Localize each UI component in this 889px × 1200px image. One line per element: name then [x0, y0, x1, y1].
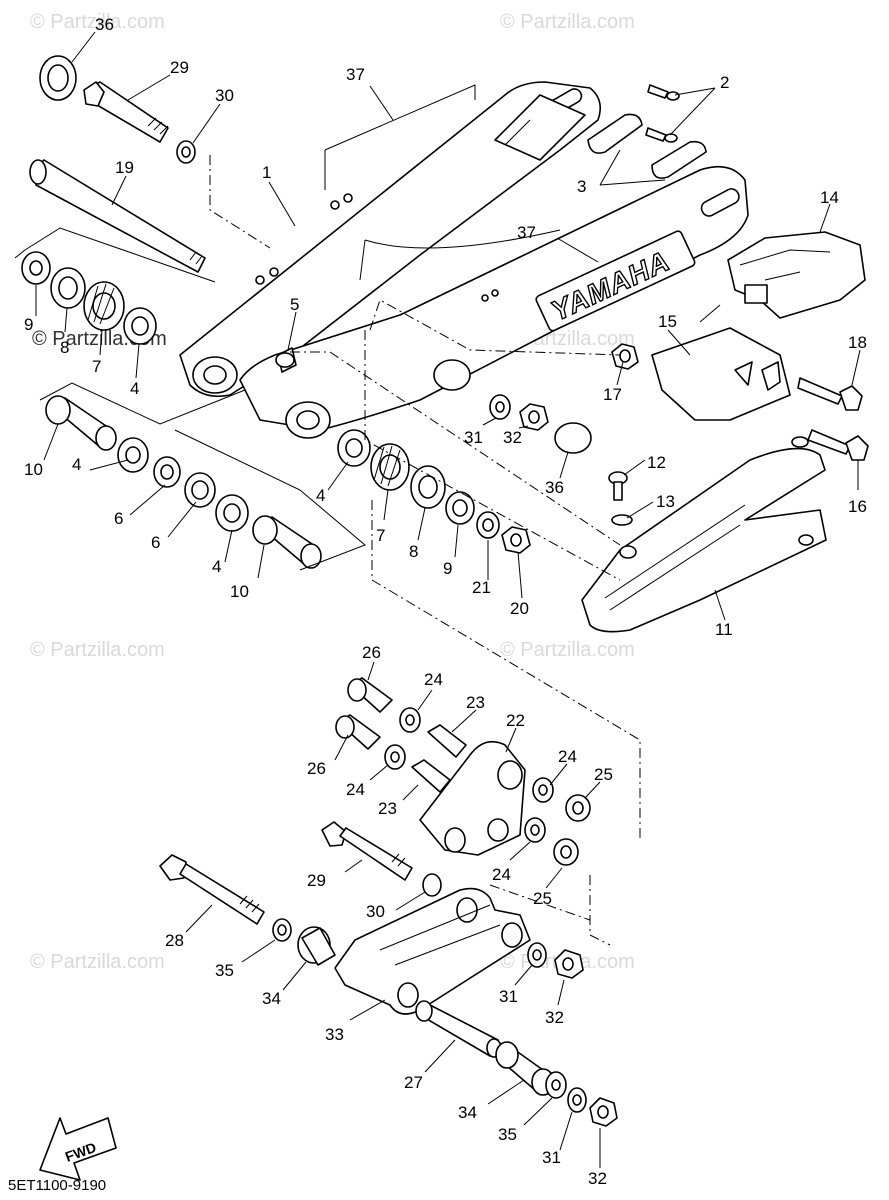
hardware-lower-right — [527, 942, 584, 979]
callout-label: 5 — [290, 295, 299, 314]
callout-label: 25 — [533, 889, 552, 908]
nut-cap-group — [489, 343, 639, 454]
collar-stack-lower-left — [45, 395, 322, 569]
callout-label: 9 — [24, 315, 33, 334]
relay-arm-part — [419, 740, 526, 856]
callout-label: 13 — [656, 492, 675, 511]
callout-label: 6 — [151, 533, 160, 552]
pivot-shaft-part — [29, 159, 206, 273]
callout-label: 37 — [517, 223, 536, 242]
callout-label: 19 — [115, 158, 134, 177]
callout-label: 25 — [594, 765, 613, 784]
callout-label: 4 — [72, 455, 81, 474]
swingarm-part: YAMAHA — [179, 81, 749, 439]
callout-label: 16 — [848, 497, 867, 516]
callout-label: 26 — [362, 643, 381, 662]
callout-label: 3 — [577, 177, 586, 196]
callout-label: 29 — [307, 871, 326, 890]
callout-label: 6 — [114, 509, 123, 528]
leader-lines — [35, 31, 861, 1168]
callout-label: 36 — [95, 15, 114, 34]
callout-label: 8 — [60, 338, 69, 357]
callout-label: 34 — [458, 1103, 477, 1122]
watermark: © Partzilla.com — [500, 11, 635, 33]
callout-label: 31 — [464, 428, 483, 447]
callout-label: 30 — [366, 902, 385, 921]
pivot-bolt-part — [39, 55, 196, 164]
callout-label: 24 — [558, 747, 577, 766]
bearing-stack-right — [337, 429, 531, 554]
callout-label: 36 — [545, 478, 564, 497]
chain-slider-part — [581, 436, 827, 633]
callout-label: 22 — [506, 711, 525, 730]
diagram-code: 5ET1100-9190 — [8, 1177, 106, 1194]
callout-label: 11 — [715, 620, 733, 639]
callout-label: 21 — [472, 578, 491, 597]
callout-label: 24 — [424, 670, 443, 689]
callout-label: 14 — [820, 188, 839, 207]
decal-part — [494, 94, 586, 161]
watermark: © Partzilla.com — [500, 639, 635, 661]
callout-label: 24 — [492, 865, 511, 884]
callout-label: 31 — [542, 1148, 561, 1167]
callout-label: 29 — [170, 58, 189, 77]
callout-label: 15 — [658, 312, 677, 331]
callout-label: 28 — [165, 931, 184, 950]
chain-guide-part — [727, 231, 866, 319]
callout-label: 18 — [848, 333, 867, 352]
callout-label: 27 — [404, 1073, 423, 1092]
collar-group-relay — [335, 677, 591, 866]
callout-label: 26 — [307, 759, 326, 778]
callout-label: 12 — [647, 453, 666, 472]
watermark: © Partzilla.com — [30, 951, 165, 973]
callout-label: 23 — [378, 799, 397, 818]
centerlines — [14, 84, 721, 946]
watermark: © Partzilla.com — [30, 639, 165, 661]
callout-label: 35 — [498, 1125, 517, 1144]
callout-label: 2 — [720, 73, 729, 92]
callout-label: 37 — [346, 65, 365, 84]
callout-group: 36 29 30 37 2 1 19 3 37 14 9 8 7 4 5 15 … — [24, 15, 867, 1188]
callout-label: 17 — [603, 385, 622, 404]
callout-label: 1 — [262, 163, 271, 182]
callout-label: 4 — [130, 379, 139, 398]
callout-label: 30 — [215, 86, 234, 105]
lower-shaft-part — [415, 1000, 618, 1127]
callout-label: 33 — [325, 1025, 344, 1044]
callout-label: 32 — [545, 1008, 564, 1027]
callout-label: 32 — [503, 428, 522, 447]
watermark: © Partzilla.com — [30, 11, 165, 33]
grease-nipple-part — [275, 347, 297, 373]
callout-label: 10 — [230, 582, 249, 601]
callout-label: 9 — [443, 559, 452, 578]
callout-label: 24 — [346, 780, 365, 799]
callout-label: 31 — [499, 987, 518, 1006]
bearing-stack-left — [21, 251, 157, 345]
chain-guide-support-part — [651, 327, 791, 421]
callout-label: 23 — [466, 693, 485, 712]
callout-label: 34 — [262, 989, 281, 1008]
callout-label: 7 — [92, 357, 101, 376]
callout-label: 20 — [510, 599, 529, 618]
callout-label: 4 — [316, 486, 325, 505]
connecting-rod-part — [334, 887, 531, 1015]
callout-label: 4 — [212, 557, 221, 576]
bolt-group-link — [159, 821, 442, 966]
forward-arrow-icon: FWD — [39, 1117, 117, 1181]
callout-label: 10 — [24, 460, 43, 479]
bolt-group-guide — [797, 377, 869, 461]
callout-label: 7 — [376, 526, 385, 545]
adjuster-plates-part — [587, 84, 707, 179]
callout-label: 35 — [215, 961, 234, 980]
callout-label: 32 — [588, 1169, 607, 1188]
callout-label: 8 — [409, 542, 418, 561]
